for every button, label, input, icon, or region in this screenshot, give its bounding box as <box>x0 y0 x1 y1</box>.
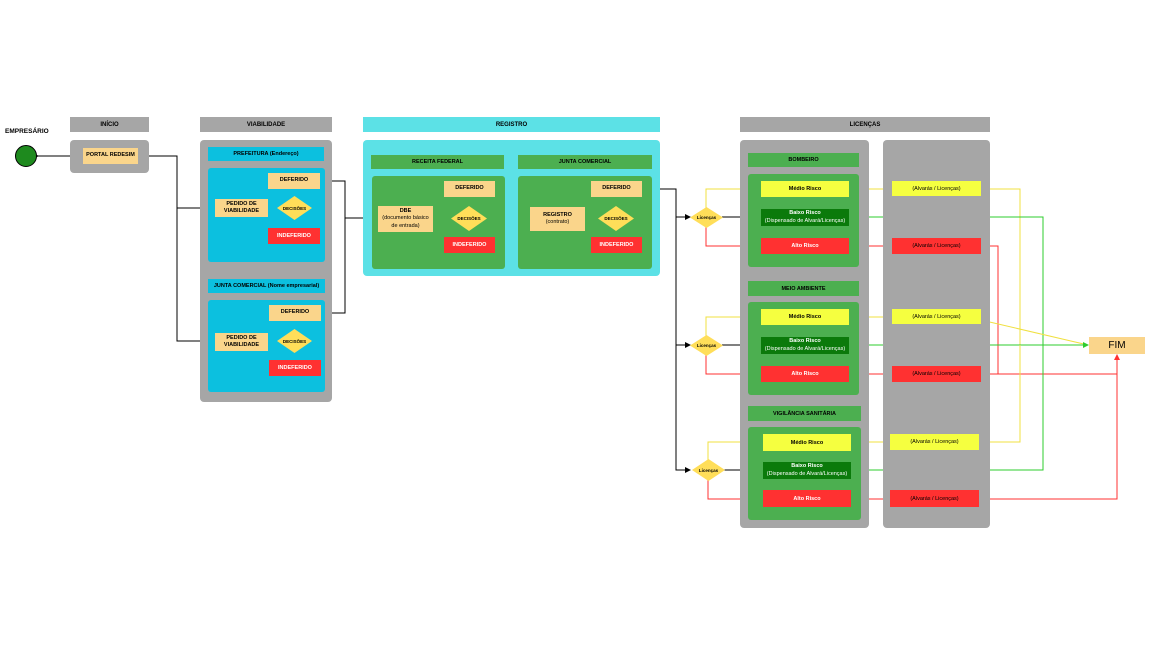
meio-ambiente-alvara-alto[interactable]: (Alvarás / Licenças) <box>892 366 981 382</box>
meio-ambiente-baixo-sub: (Dispensado de Alvará/Licenças) <box>764 345 846 352</box>
bombeiro-alvara-medio[interactable]: (Alvarás / Licenças) <box>892 181 981 196</box>
receita-indeferido[interactable]: INDEFERIDO <box>444 237 495 253</box>
prefeitura-pedido-line2: VIABILIDADE <box>223 208 260 214</box>
junta-viab-title: JUNTA COMERCIAL (Nome empresarial) <box>208 279 325 293</box>
header-viabilidade: VIABILIDADE <box>200 117 332 132</box>
receita-decisoes[interactable]: DECISÕES <box>451 206 487 231</box>
junta-viab-indeferido[interactable]: INDEFERIDO <box>269 360 321 376</box>
meio-ambiente-alto-risco[interactable]: Alto Risco <box>761 366 849 382</box>
start-node <box>15 145 37 167</box>
bombeiro-baixo-label: Baixo Risco <box>789 210 821 217</box>
prefeitura-deferido[interactable]: DEFERIDO <box>268 173 320 189</box>
junta-registro-sub: (contrato) <box>545 219 570 225</box>
receita-decisoes-label: DECISÕES <box>457 216 481 221</box>
junta-viab-deferido[interactable]: DEFERIDO <box>269 305 321 321</box>
prefeitura-title: PREFEITURA (Endereço) <box>208 147 324 161</box>
junta-registro-box[interactable]: REGISTRO (contrato) <box>530 207 585 231</box>
vigilancia-alvara-alto[interactable]: (Alvarás / Licenças) <box>890 490 979 507</box>
junta-registro-title: JUNTA COMERCIAL <box>518 155 652 169</box>
vigilancia-baixo-sub: (Dispensado de Alvará/Licenças) <box>766 470 848 477</box>
meio-ambiente-licencas-label: Licenças <box>696 343 717 348</box>
bombeiro-baixo-risco[interactable]: Baixo Risco (Dispensado de Alvará/Licenç… <box>761 209 849 226</box>
bombeiro-medio-risco[interactable]: Médio Risco <box>761 181 849 197</box>
portal-redesim[interactable]: PORTAL REDESIM <box>83 148 138 164</box>
receita-deferido[interactable]: DEFERIDO <box>444 181 495 197</box>
receita-title: RECEITA FEDERAL <box>371 155 504 169</box>
bombeiro-alvara-alto[interactable]: (Alvarás / Licenças) <box>892 238 981 254</box>
junta-viab-pedido-line2: VIABILIDADE <box>223 342 260 348</box>
junta-registro-indeferido[interactable]: INDEFERIDO <box>591 237 642 253</box>
receita-dbe[interactable]: DBE (documento básico de entrada) <box>378 206 433 232</box>
meio-ambiente-title: MEIO AMBIENTE <box>748 281 859 296</box>
prefeitura-indeferido[interactable]: INDEFERIDO <box>268 228 320 244</box>
bombeiro-baixo-sub: (Dispensado de Alvará/Licenças) <box>764 217 846 224</box>
meio-ambiente-medio-risco[interactable]: Médio Risco <box>761 309 849 325</box>
receita-dbe-sub1: (documento básico <box>382 215 429 222</box>
actor-label: EMPRESÁRIO <box>5 128 49 135</box>
prefeitura-pedido[interactable]: PEDIDO DE VIABILIDADE <box>215 199 268 217</box>
meio-ambiente-baixo-risco[interactable]: Baixo Risco (Dispensado de Alvará/Licenç… <box>761 337 849 354</box>
header-inicio: INÍCIO <box>70 117 149 132</box>
junta-registro-decisoes-label: DECISÕES <box>604 216 628 221</box>
junta-registro-deferido[interactable]: DEFERIDO <box>591 181 642 197</box>
junta-viab-decisoes[interactable]: DECISÕES <box>277 329 312 353</box>
end-node[interactable]: FIM <box>1089 337 1145 354</box>
meio-ambiente-alvara-medio[interactable]: (Alvarás / Licenças) <box>892 309 981 324</box>
prefeitura-pedido-line1: PEDIDO DE <box>226 200 257 207</box>
vigilancia-licencas-decision[interactable]: Licenças <box>692 459 725 481</box>
receita-dbe-label: DBE <box>399 208 412 215</box>
meio-ambiente-licencas-decision[interactable]: Licenças <box>690 335 723 356</box>
junta-registro-decisoes[interactable]: DECISÕES <box>598 206 634 231</box>
vigilancia-baixo-label: Baixo Risco <box>791 463 823 470</box>
receita-dbe-sub2: de entrada) <box>391 222 420 229</box>
vigilancia-baixo-risco[interactable]: Baixo Risco (Dispensado de Alvará/Licenç… <box>763 462 851 479</box>
junta-viab-decisoes-label: DECISÕES <box>282 338 307 344</box>
bombeiro-licencas-decision[interactable]: Licenças <box>690 207 723 228</box>
meio-ambiente-baixo-label: Baixo Risco <box>789 338 821 345</box>
header-licencas: LICENÇAS <box>740 117 990 132</box>
header-registro: REGISTRO <box>363 117 660 132</box>
bombeiro-licencas-label: Licenças <box>696 215 717 220</box>
junta-viab-pedido[interactable]: PEDIDO DE VIABILIDADE <box>215 333 268 351</box>
bombeiro-title: BOMBEIRO <box>748 153 859 167</box>
licencas-lane-right <box>883 140 990 528</box>
vigilancia-title: VIGILÂNCIA SANITÁRIA <box>748 406 861 421</box>
prefeitura-decisoes-label: DECISÕES <box>282 205 307 211</box>
prefeitura-decisoes[interactable]: DECISÕES <box>277 196 312 220</box>
vigilancia-licencas-label: Licenças <box>698 467 719 473</box>
vigilancia-alvara-medio[interactable]: (Alvarás / Licenças) <box>890 434 979 450</box>
vigilancia-medio-risco[interactable]: Médio Risco <box>763 434 851 451</box>
vigilancia-alto-risco[interactable]: Alto Risco <box>763 490 851 507</box>
bombeiro-alto-risco[interactable]: Alto Risco <box>761 238 849 254</box>
junta-registro-label: REGISTRO <box>543 211 572 218</box>
junta-viab-pedido-line1: PEDIDO DE <box>226 334 257 341</box>
